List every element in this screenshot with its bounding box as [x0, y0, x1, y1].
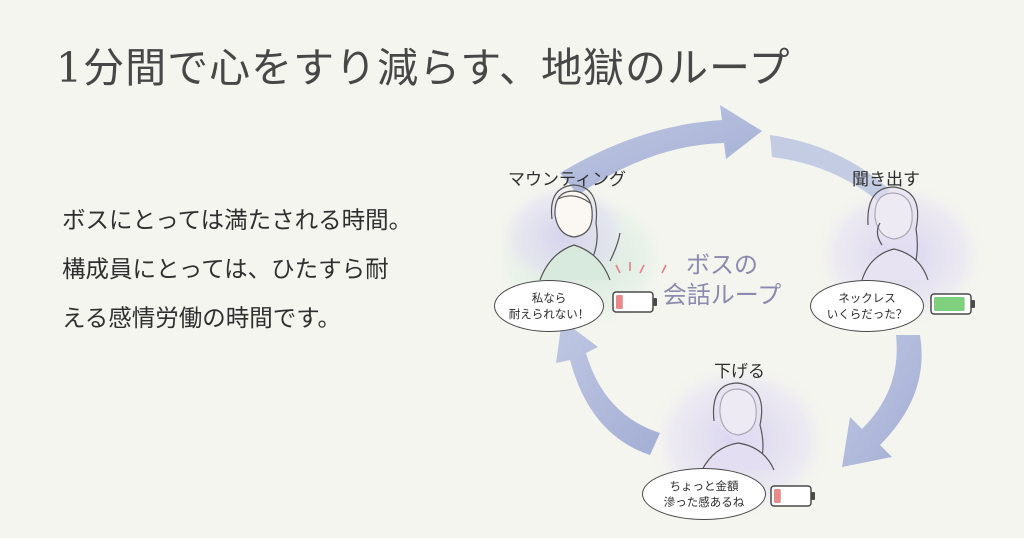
battery-icon-kikidasu	[930, 293, 975, 315]
alert-burst	[615, 262, 667, 274]
speech-line: いくらだった？	[826, 307, 908, 321]
speech-bubble-mounting: 私なら 耐えられない！	[494, 280, 604, 332]
loop-center-label-line-1: ボスの	[686, 251, 758, 279]
loop-center-label: ボスの 会話ループ	[662, 250, 782, 310]
loop-arrow-right	[842, 335, 922, 467]
body-text: ボスにとっては満たされる時間。 構成員にとっては、ひたすら耐 える感情労働の時間…	[62, 196, 412, 343]
body-line-2: 構成員にとっては、ひたすら耐	[62, 255, 389, 283]
battery-icon-sageru	[770, 485, 815, 507]
battery-level-fill	[774, 489, 781, 503]
woman-kikidasu-illustration	[861, 186, 929, 281]
body-line-1: ボスにとっては満たされる時間。	[62, 206, 413, 234]
speech-line: 滲った感あるね	[663, 495, 745, 509]
speech-line: 私なら	[531, 291, 567, 305]
battery-body	[770, 485, 812, 507]
body-line-3: える感情労働の時間です。	[62, 304, 341, 332]
battery-body	[612, 291, 654, 313]
stage-label-mounting: マウンティング	[508, 170, 626, 190]
woman-mounting-illustration	[539, 184, 621, 281]
battery-cap	[811, 492, 815, 500]
loop-arrow-top-right	[770, 135, 890, 203]
speech-line: ちょっと金額	[669, 479, 739, 493]
battery-level-fill	[616, 295, 623, 309]
speech-line: ネックレス	[838, 291, 896, 305]
battery-icon-mounting	[612, 291, 657, 313]
speech-bubble-kikidasu: ネックレス いくらだった？	[810, 280, 924, 332]
page-title: 1分間で心をすり減らす、地獄のループ	[56, 44, 791, 92]
stage-label-sageru: 下げる	[714, 362, 765, 382]
speech-line: 耐えられない！	[508, 307, 590, 321]
loop-center-label-line-2: 会話ループ	[662, 281, 782, 309]
battery-cap	[653, 298, 657, 306]
stage-label-kikidasu: 聞き出す	[852, 170, 920, 190]
battery-level-fill	[934, 297, 965, 311]
woman-sageru-illustration	[701, 382, 775, 471]
loop-arrow-left	[556, 320, 660, 455]
loop-arrow-top	[560, 105, 762, 195]
battery-cap	[971, 300, 975, 308]
speech-bubble-sageru: ちょっと金額 滲った感あるね	[642, 468, 766, 520]
